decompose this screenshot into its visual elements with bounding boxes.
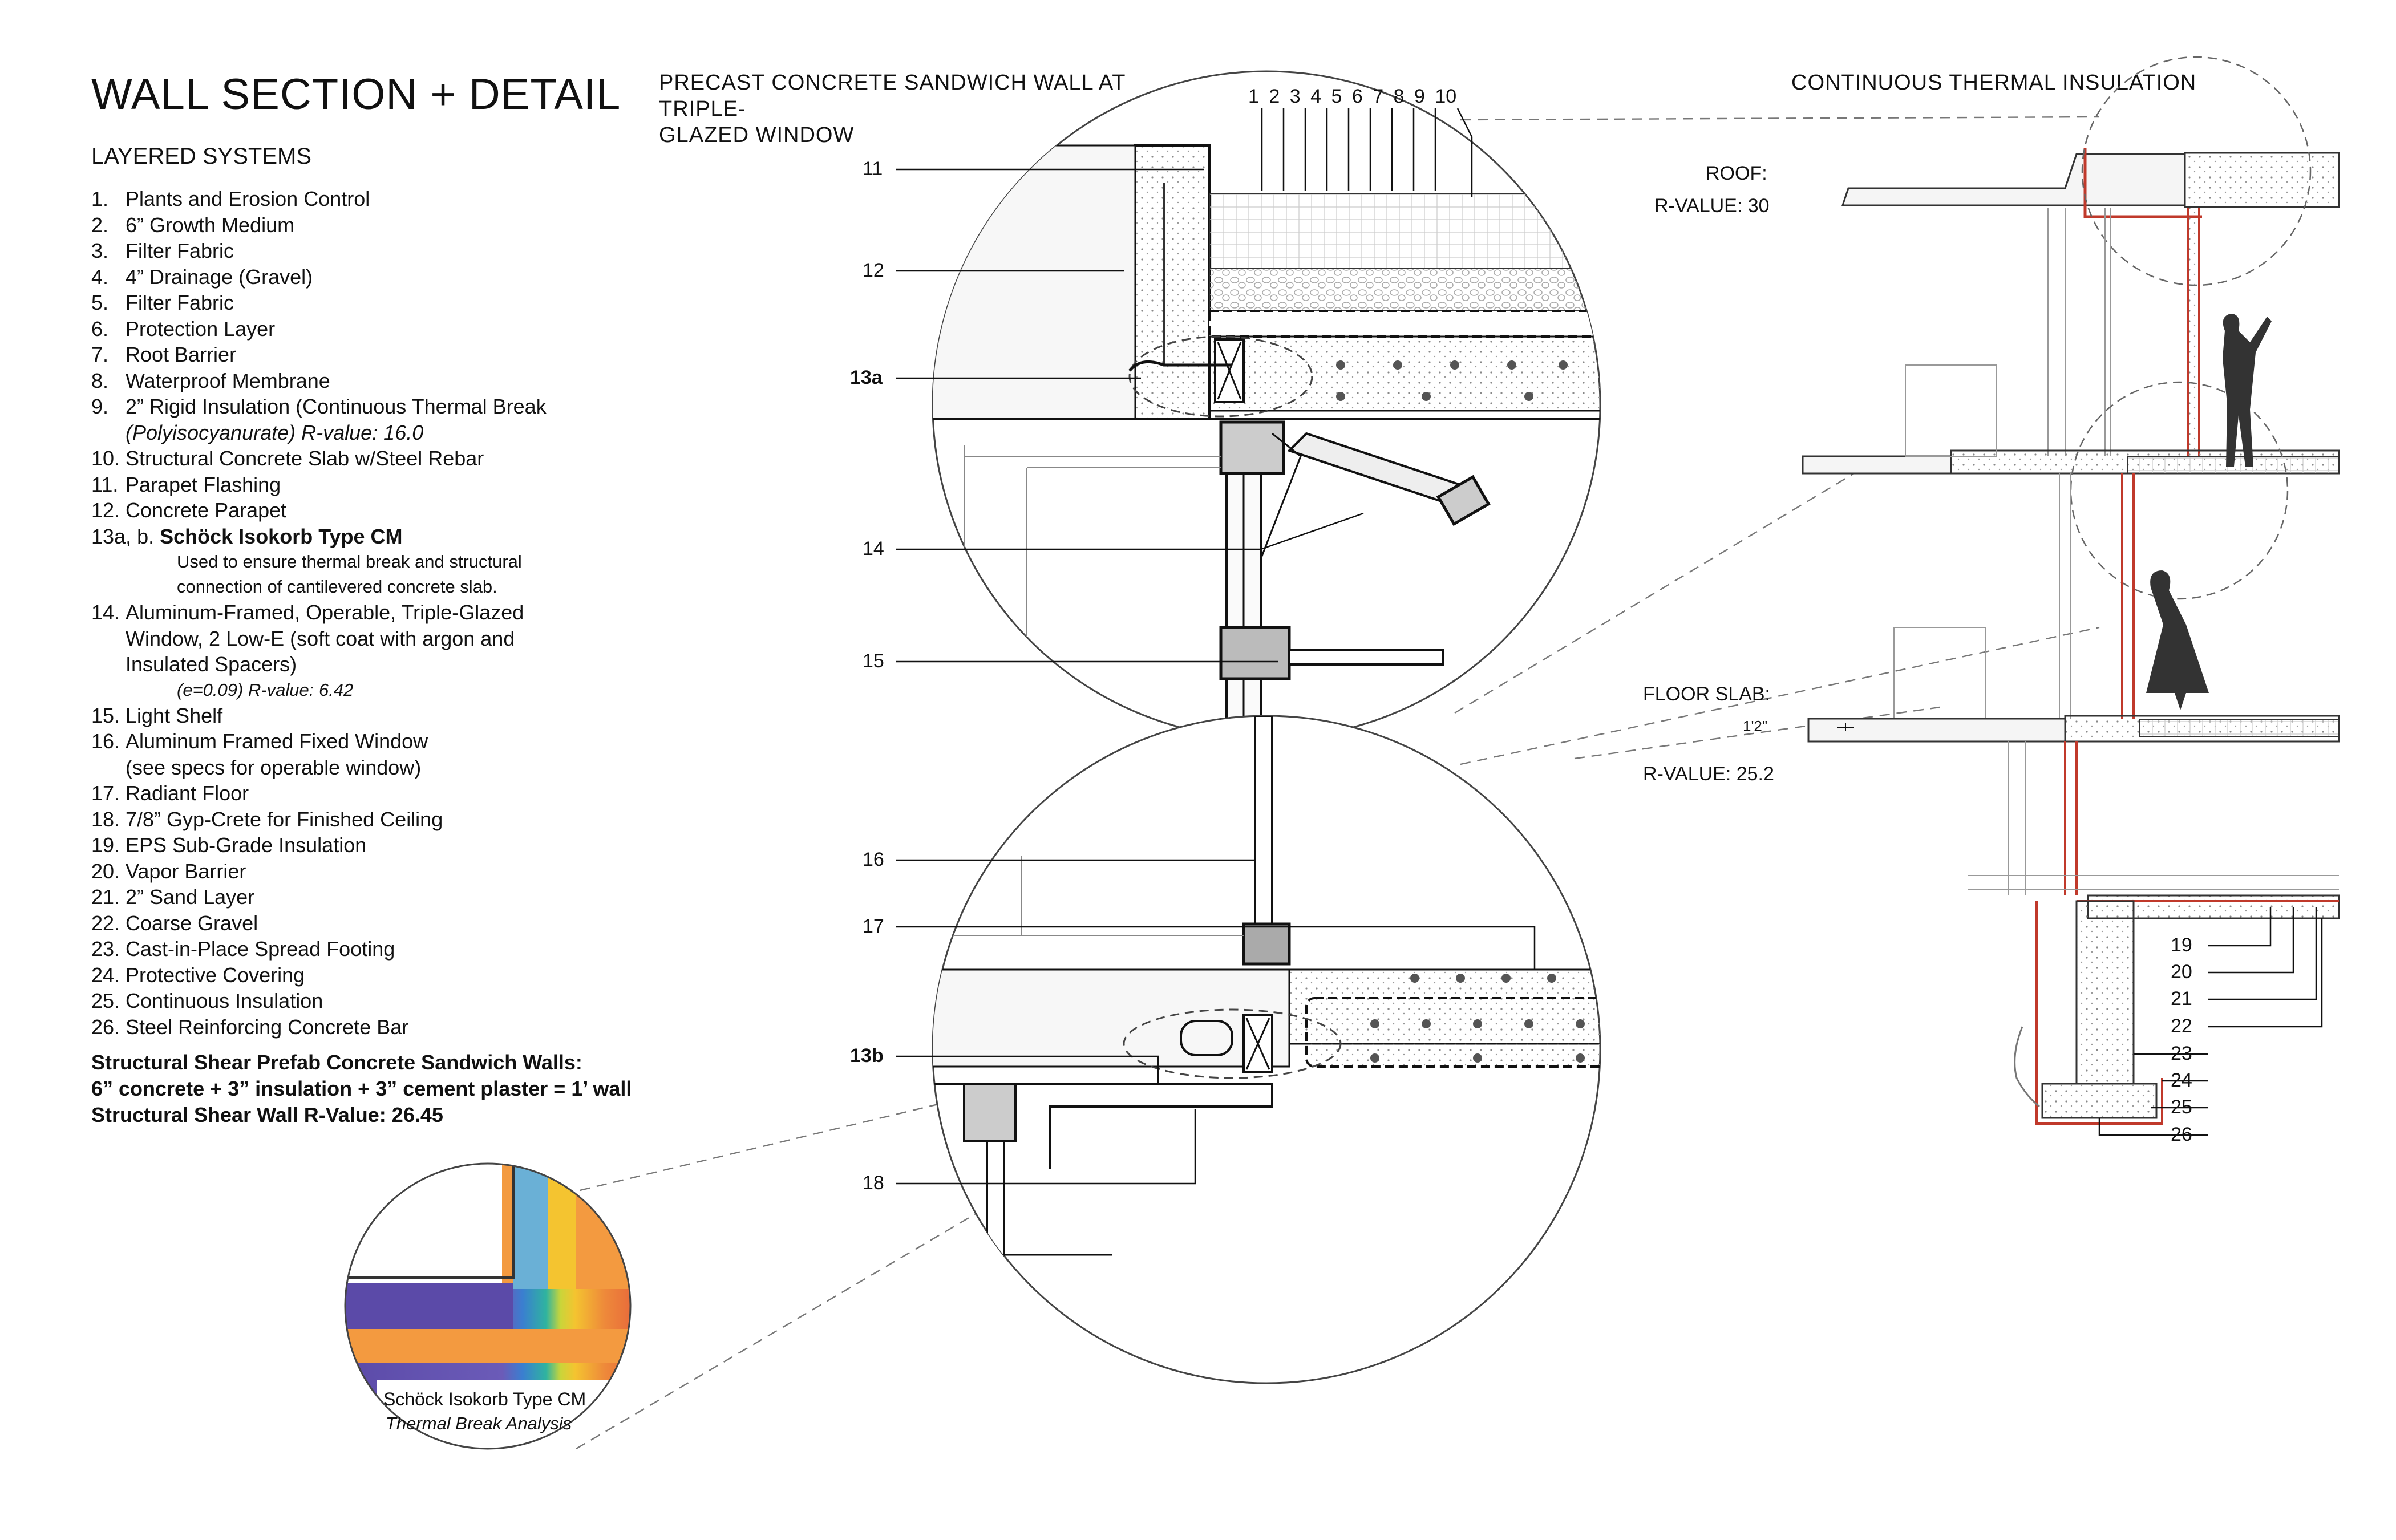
callout-22: 22 xyxy=(2171,1015,2192,1037)
legend-item: 4.4” Drainage (Gravel) xyxy=(91,265,313,289)
legend-item: 11.Parapet Flashing xyxy=(91,472,281,496)
middle-title: PRECAST CONCRETE SANDWICH WALL AT TRIPLE… xyxy=(659,70,1218,148)
legend-item: 17.Radiant Floor xyxy=(91,781,249,805)
bottom-leaders xyxy=(896,859,1536,1185)
legend-note: connection of cantilevered concrete slab… xyxy=(177,577,497,597)
inset-caption-sub: Thermal Break Analysis xyxy=(386,1413,572,1433)
legend-item: 18.7/8” Gyp-Crete for Finished Ceiling xyxy=(91,807,443,831)
right-section-drawing xyxy=(1802,56,2340,1125)
legend-item: 13a, b. Schöck Isokorb Type CM xyxy=(91,524,403,548)
legend-item: 7.Root Barrier xyxy=(91,343,237,366)
right-leaders xyxy=(2098,907,2323,1136)
callout-16: 16 xyxy=(863,849,884,870)
legend-item: 23.Cast-in-Place Spread Footing xyxy=(91,937,395,961)
top-layer-numbers: 1 2 3 4 5 6 7 8 9 10 xyxy=(1248,86,1457,107)
legend-item: 25.Continuous Insulation xyxy=(91,989,323,1012)
legend-item: 19.EPS Sub-Grade Insulation xyxy=(91,833,367,857)
floor-rvalue: R-VALUE: 25.2 xyxy=(1643,763,1774,785)
legend-note: (e=0.09) R-value: 6.42 xyxy=(177,679,354,700)
callout-20: 20 xyxy=(2171,961,2192,983)
legend-item: 22.Coarse Gravel xyxy=(91,911,258,935)
structural-line: 6” concrete + 3” insulation + 3” cement … xyxy=(91,1077,632,1100)
top-leaders xyxy=(896,108,1473,663)
middle-title-line: PRECAST CONCRETE SANDWICH WALL AT TRIPLE… xyxy=(659,71,1126,121)
callout-13a: 13a xyxy=(850,367,883,388)
layered-systems-heading: LAYERED SYSTEMS xyxy=(91,144,312,169)
floor-dimension: 1'2" xyxy=(1743,718,1768,735)
legend-item: 14.Aluminum-Framed, Operable, Triple-Gla… xyxy=(91,601,524,676)
callout-11: 11 xyxy=(863,158,883,180)
legend-item: 3.Filter Fabric xyxy=(91,239,234,262)
legend-item: 9.2” Rigid Insulation (Continuous Therma… xyxy=(91,395,547,444)
callout-23: 23 xyxy=(2171,1043,2192,1064)
callout-13b: 13b xyxy=(850,1045,884,1067)
legend-item: 20.Vapor Barrier xyxy=(91,859,246,883)
callout-19: 19 xyxy=(2171,934,2192,956)
legend-item: 16.Aluminum Framed Fixed Window(see spec… xyxy=(91,730,428,779)
callout-26: 26 xyxy=(2171,1124,2192,1145)
legend-item: 8.Waterproof Membrane xyxy=(91,368,330,392)
page-title: WALL SECTION + DETAIL xyxy=(91,70,621,119)
callout-24: 24 xyxy=(2171,1069,2192,1091)
legend-item: 6.Protection Layer xyxy=(91,317,276,341)
legend-list: 1.Plants and Erosion Control 2.6” Growth… xyxy=(91,186,639,1040)
legend-item: 2.6” Growth Medium xyxy=(91,213,295,237)
legend-item: 26.Steel Reinforcing Concrete Bar xyxy=(91,1015,409,1039)
callout-21: 21 xyxy=(2171,988,2192,1010)
legend-item: 24.Protective Covering xyxy=(91,963,305,987)
callout-12: 12 xyxy=(863,260,884,281)
callout-14: 14 xyxy=(863,538,884,560)
structural-note: Structural Shear Prefab Concrete Sandwic… xyxy=(91,1049,662,1128)
structural-line: Structural Shear Prefab Concrete Sandwic… xyxy=(91,1051,582,1074)
callout-15: 15 xyxy=(863,650,884,672)
roof-rvalue: R-VALUE: 30 xyxy=(1654,195,1770,217)
roof-label: ROOF: xyxy=(1706,163,1767,184)
callout-18: 18 xyxy=(863,1172,884,1194)
legend-note: Used to ensure thermal break and structu… xyxy=(177,552,522,572)
inset-circle xyxy=(344,1162,632,1450)
inset-caption: Schöck Isokorb Type CM xyxy=(383,1389,586,1409)
legend-item: 10.Structural Concrete Slab w/Steel Reba… xyxy=(91,447,484,470)
legend-item: 12.Concrete Parapet xyxy=(91,499,287,522)
legend-item: 1.Plants and Erosion Control xyxy=(91,187,370,210)
legend-item: 15.Light Shelf xyxy=(91,703,223,727)
bottom-detail-drawing xyxy=(933,716,1600,1256)
legend-item: 5.Filter Fabric xyxy=(91,291,234,314)
right-title: CONTINUOUS THERMAL INSULATION xyxy=(1791,71,2197,95)
middle-title-line: GLAZED WINDOW xyxy=(659,123,855,147)
floor-label: FLOOR SLAB: xyxy=(1643,683,1770,705)
top-detail-drawing xyxy=(933,144,1600,739)
legend-item: 21.2” Sand Layer xyxy=(91,885,255,909)
callout-17: 17 xyxy=(863,915,884,937)
callout-25: 25 xyxy=(2171,1096,2192,1118)
structural-line: Structural Shear Wall R-Value: 26.45 xyxy=(91,1103,443,1126)
